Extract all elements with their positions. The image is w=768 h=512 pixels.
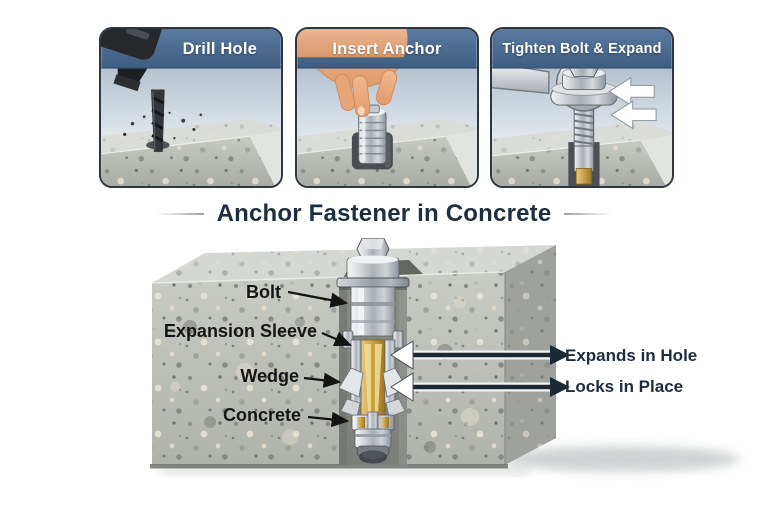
expands-arrow-icon <box>390 340 570 370</box>
tighten-bolt-illustration <box>492 29 672 186</box>
concrete-block <box>150 245 556 469</box>
part-label-concrete: Concrete <box>222 405 301 425</box>
drill-bit <box>151 89 165 152</box>
part-label-expansion-sleeve: Expansion Sleeve <box>163 321 317 341</box>
wedge-label-arrow <box>303 372 342 388</box>
title-divider-right <box>564 213 613 215</box>
step-panel-tighten: Tighten Bolt & Expand <box>490 27 674 188</box>
insert-anchor-illustration <box>297 29 477 186</box>
step-panel-drill: Drill Hole <box>99 27 283 188</box>
concrete-block <box>492 122 672 186</box>
expand-arrows-icon <box>608 76 657 130</box>
bottom-cap <box>354 428 392 464</box>
step-title-insert: Insert Anchor <box>332 39 442 58</box>
title-divider-left <box>155 213 204 215</box>
debris-particles <box>123 111 203 140</box>
concrete-block <box>101 118 281 186</box>
sleeve-label-arrow <box>321 331 353 347</box>
step-title-drill: Drill Hole <box>182 39 257 58</box>
gold-wedge-cone <box>360 339 386 419</box>
drill-hole-illustration <box>101 29 281 186</box>
part-label-bolt: Bolt <box>246 282 281 302</box>
concrete-label-arrow <box>307 411 350 428</box>
panel-header-band <box>492 29 672 69</box>
diagram-title-row: Anchor Fastener in Concrete <box>0 200 768 228</box>
callout-expands-in-hole: Expands in Hole <box>565 346 698 365</box>
callout-locks-in-place: Locks in Place <box>565 377 684 396</box>
label-arrows <box>287 290 353 428</box>
locks-arrow-icon <box>390 372 570 402</box>
wedge-flares <box>338 367 408 418</box>
bolt-label-arrow <box>287 290 349 308</box>
step-panel-insert: Insert Anchor <box>295 27 479 188</box>
anchor-below-surface <box>573 143 595 185</box>
lower-bracket <box>351 411 395 431</box>
part-label-wedge: Wedge <box>240 366 299 386</box>
washer-neck <box>346 255 400 280</box>
diagram-title: Anchor Fastener in Concrete <box>216 200 552 227</box>
block-shadow <box>160 446 740 474</box>
anchor-cutaway-diagram <box>150 238 740 474</box>
step-title-tighten: Tighten Bolt & Expand <box>502 41 662 57</box>
